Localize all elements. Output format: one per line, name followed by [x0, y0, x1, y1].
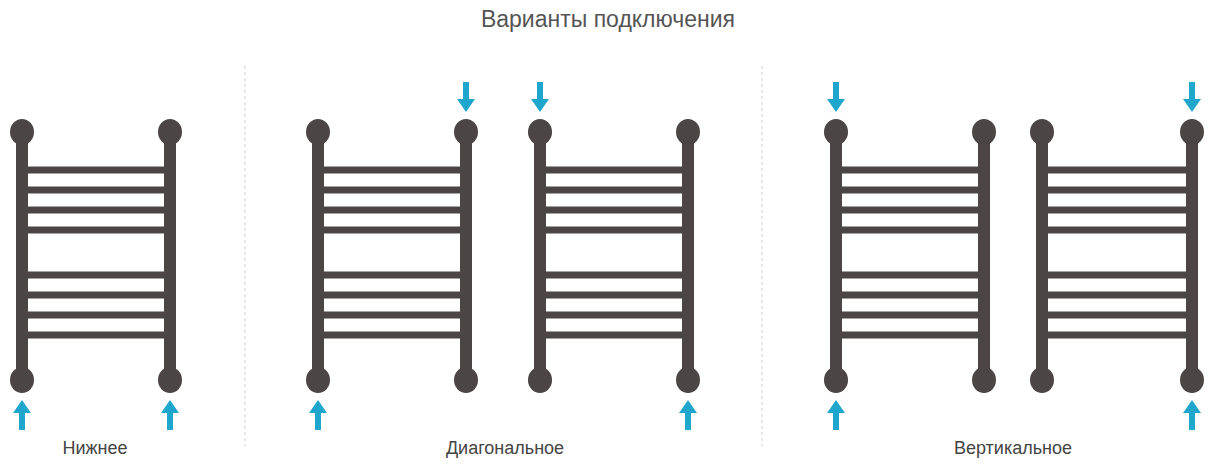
- connection-type-label: Нижнее: [62, 438, 127, 459]
- riser-pipe: [16, 120, 28, 392]
- rail: [22, 167, 170, 174]
- rail: [1042, 272, 1192, 279]
- riser-pipe: [534, 120, 546, 392]
- rail: [22, 292, 170, 299]
- towel-radiator: [1030, 82, 1204, 430]
- rail: [1042, 227, 1192, 234]
- riser-pipe: [682, 120, 694, 392]
- flow-arrow: [161, 400, 179, 430]
- pipe-fitting: [454, 367, 478, 393]
- rail: [836, 187, 984, 194]
- pipe-fitting: [824, 367, 848, 393]
- rail: [1042, 312, 1192, 319]
- pipe-fitting: [676, 367, 700, 393]
- flow-arrow: [309, 400, 327, 430]
- rail: [1042, 292, 1192, 299]
- flow-arrow: [1183, 400, 1201, 430]
- rail: [836, 207, 984, 214]
- towel-radiator: [824, 82, 996, 430]
- riser-pipe: [460, 120, 472, 392]
- rail: [540, 207, 688, 214]
- pipe-fitting: [824, 119, 848, 145]
- rail: [318, 187, 466, 194]
- rail: [318, 292, 466, 299]
- rail: [318, 207, 466, 214]
- pipe-fitting: [306, 367, 330, 393]
- flow-arrow: [679, 400, 697, 430]
- rail: [1042, 332, 1192, 339]
- rail: [540, 312, 688, 319]
- connection-type-label: Диагональное: [446, 438, 564, 459]
- rail: [540, 227, 688, 234]
- rail: [22, 272, 170, 279]
- riser-pipe: [978, 120, 990, 392]
- rail: [22, 227, 170, 234]
- flow-arrow: [531, 82, 549, 112]
- pipe-fitting: [676, 119, 700, 145]
- divider: [245, 66, 246, 446]
- rail: [836, 332, 984, 339]
- rail: [836, 167, 984, 174]
- rail: [836, 227, 984, 234]
- connection-type-label: Вертикальное: [954, 438, 1072, 459]
- rail: [318, 227, 466, 234]
- rail: [836, 312, 984, 319]
- pipe-fitting: [1030, 367, 1054, 393]
- pipe-fitting: [158, 367, 182, 393]
- towel-radiator: [306, 82, 478, 430]
- riser-pipe: [1036, 120, 1048, 392]
- towel-radiator: [528, 82, 700, 430]
- pipe-fitting: [158, 119, 182, 145]
- rail: [22, 187, 170, 194]
- rail: [1042, 207, 1192, 214]
- pipe-fitting: [528, 367, 552, 393]
- flow-arrow: [827, 82, 845, 112]
- pipe-fitting: [10, 367, 34, 393]
- flow-arrow: [1183, 82, 1201, 112]
- flow-arrow: [457, 82, 475, 112]
- riser-pipe: [830, 120, 842, 392]
- flow-arrow: [827, 400, 845, 430]
- rail: [318, 167, 466, 174]
- pipe-fitting: [972, 119, 996, 145]
- riser-pipe: [1186, 120, 1198, 392]
- rail: [318, 312, 466, 319]
- pipe-fitting: [1030, 119, 1054, 145]
- flow-arrow: [13, 400, 31, 430]
- rail: [540, 187, 688, 194]
- pipe-fitting: [454, 119, 478, 145]
- rail: [22, 207, 170, 214]
- rail: [22, 312, 170, 319]
- rail: [318, 332, 466, 339]
- pipe-fitting: [528, 119, 552, 145]
- rail: [836, 292, 984, 299]
- pipe-fitting: [1180, 119, 1204, 145]
- pipe-fitting: [1180, 367, 1204, 393]
- rail: [318, 272, 466, 279]
- title: Варианты подключения: [481, 6, 735, 33]
- rail: [540, 167, 688, 174]
- towel-radiator: [10, 119, 182, 430]
- rail: [22, 332, 170, 339]
- rail: [1042, 187, 1192, 194]
- riser-pipe: [312, 120, 324, 392]
- rail: [540, 332, 688, 339]
- pipe-fitting: [972, 367, 996, 393]
- rail: [1042, 167, 1192, 174]
- rail: [540, 292, 688, 299]
- pipe-fitting: [10, 119, 34, 145]
- divider: [762, 66, 763, 446]
- rail: [540, 272, 688, 279]
- rail: [836, 272, 984, 279]
- pipe-fitting: [306, 119, 330, 145]
- riser-pipe: [164, 120, 176, 392]
